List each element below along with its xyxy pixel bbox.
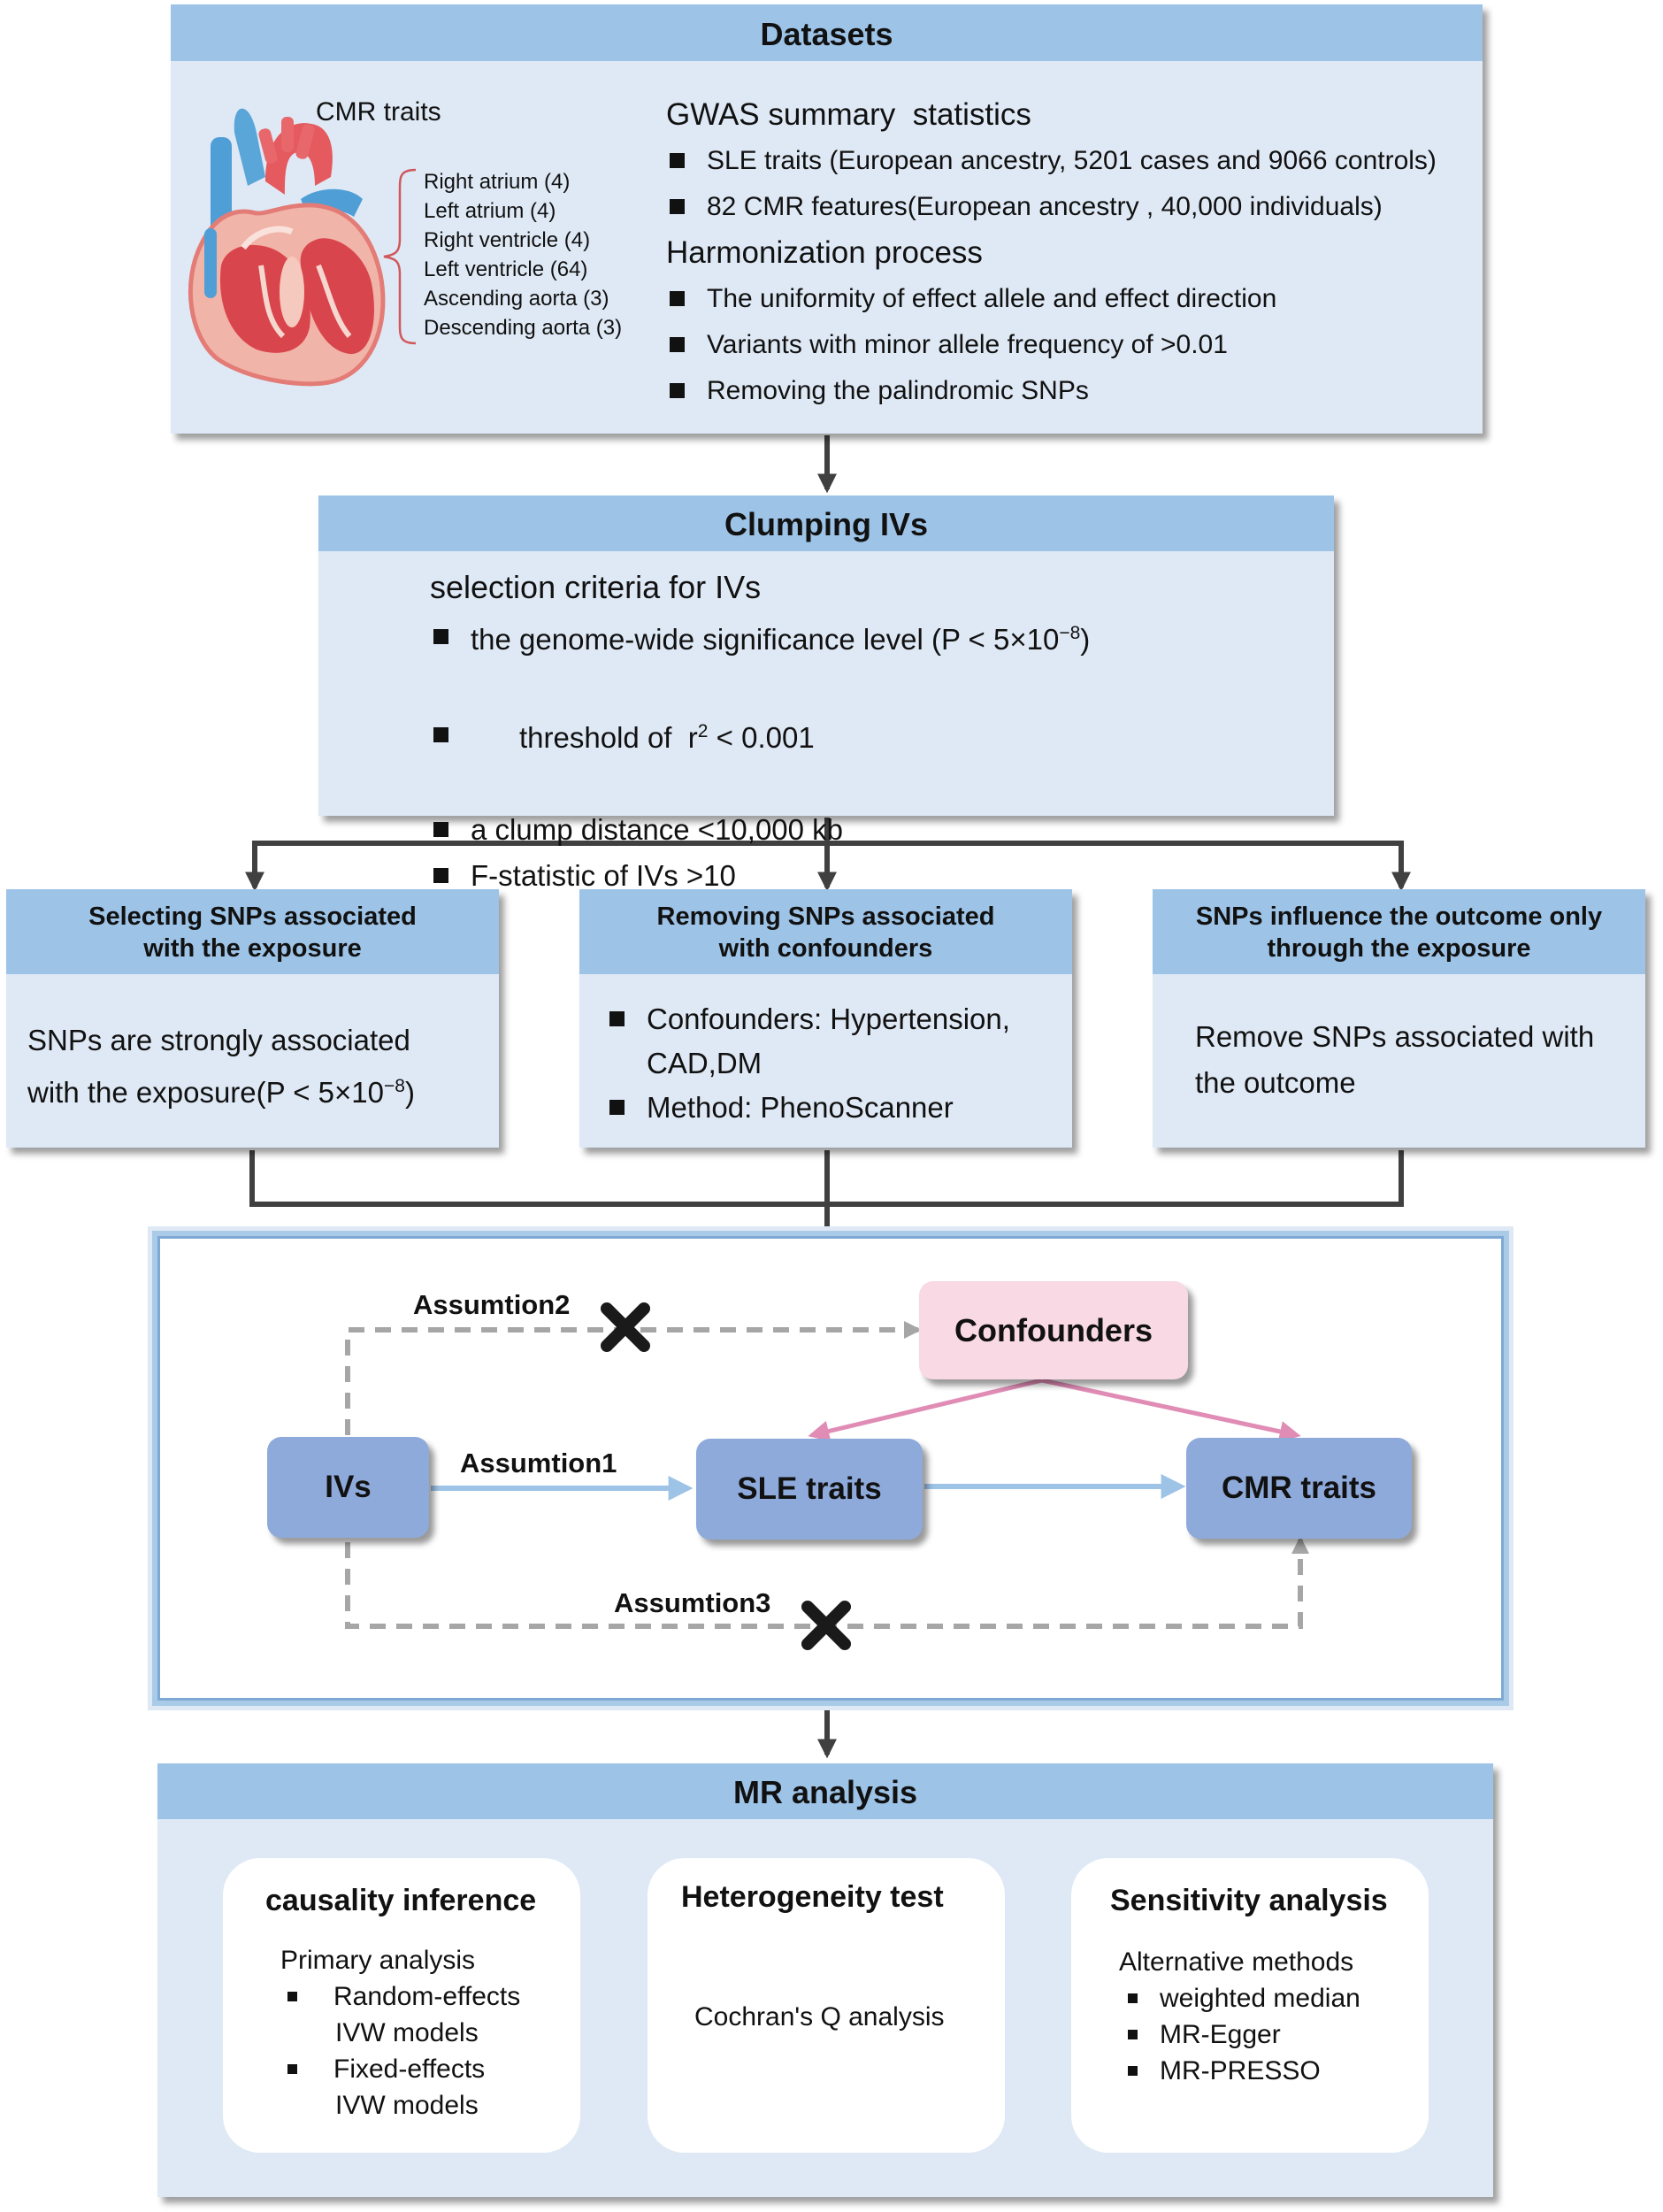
assumption1-label: Assumtion1 [460,1448,617,1479]
heterogeneity-title: Heterogeneity test [681,1880,944,1914]
list-item: 82 CMR features(European ancestry , 40,0… [666,184,1437,230]
list-item: F-statistic of IVs >10 [430,853,1090,899]
clumping-panel: Clumping IVs selection criteria for IVs … [318,495,1334,892]
causality-card: causality inference Primary analysis Ran… [223,1858,580,2153]
confounders-to-cmr-arrow [1041,1378,1301,1442]
removing-body: Confounders: Hypertension, CAD,DM Method… [606,997,1010,1130]
list-item: Ascending aorta (3) [424,287,609,311]
causality-body: Primary analysis Random-effects IVW mode… [279,1946,521,2120]
x-mark-icon [601,1302,650,1352]
clumping-title: Clumping IVs [318,495,1334,551]
assumption3-path [345,1536,1309,1629]
list-item: Right atrium (4) [424,170,571,194]
list-item: the genome-wide significance level (P < … [430,611,1090,663]
cmr-traits-node: CMR traits [1186,1438,1412,1539]
list-item: Left atrium (4) [424,199,556,223]
list-item: threshold of r2 < 0.001 [430,663,1090,807]
list-item: MR-PRESSO [1119,2053,1360,2089]
gwas-section: GWAS summary statistics SLE traits (Euro… [666,92,1437,414]
sensitivity-title: Sensitivity analysis [1110,1884,1388,1917]
x-mark-icon [801,1601,851,1650]
sle-traits-node: SLE traits [696,1439,923,1540]
list-item: Descending aorta (3) [424,316,623,340]
ivs-node: IVs [267,1437,429,1538]
datasets-title: Datasets [171,4,1483,61]
list-item: Left ventricle (64) [424,257,588,281]
list-item: Method: PhenoScanner [606,1086,1010,1130]
clumping-criteria: selection criteria for IVs the genome-wi… [430,565,1090,899]
list-item: Variants with minor allele frequency of … [666,322,1437,368]
heterogeneity-card: Heterogeneity test Cochran's Q analysis [648,1858,1005,2153]
heterogeneity-body: Cochran's Q analysis [694,2002,945,2032]
list-item: Confounders: Hypertension, [606,997,1010,1041]
confounders-node: Confounders [919,1281,1188,1379]
assumption3-label: Assumtion3 [614,1587,771,1618]
list-item: Random-effects [279,1978,520,2015]
selecting-body: SNPs are strongly associated with the ex… [27,1024,415,1109]
cmr-traits-label: CMR traits [316,97,441,127]
assumption2-path [345,1321,922,1435]
list-item: Fixed-effects [279,2051,520,2087]
list-item: The uniformity of effect allele and effe… [666,276,1437,322]
list-item: Removing the palindromic SNPs [666,368,1437,414]
clumping-heading: selection criteria for IVs [430,569,762,605]
list-item: SLE traits (European ancestry, 5201 case… [666,138,1437,184]
harmonization-heading: Harmonization process [666,235,983,270]
assumption2-label: Assumtion2 [413,1289,571,1320]
list-item: weighted median [1119,1980,1360,2016]
confounders-to-sle-arrow [808,1378,1043,1442]
mr-analysis-title: MR analysis [157,1763,1493,1819]
sensitivity-card: Sensitivity analysis Alternative methods… [1071,1858,1429,2153]
list-item: MR-Egger [1119,2016,1360,2053]
datasets-panel: Datasets [171,4,1483,434]
influence-body: Remove SNPs associated with the outcome [1195,1020,1595,1099]
list-item: a clump distance <10,000 kb [430,807,1090,853]
cmr-traits-list: Right atrium (4) Left atrium (4) Right v… [424,167,622,342]
gwas-heading: GWAS summary statistics [666,97,1031,132]
sensitivity-body: Alternative methods weighted median MR-E… [1119,1944,1360,2089]
list-item: Right ventricle (4) [424,228,591,252]
causality-title: causality inference [265,1884,537,1917]
